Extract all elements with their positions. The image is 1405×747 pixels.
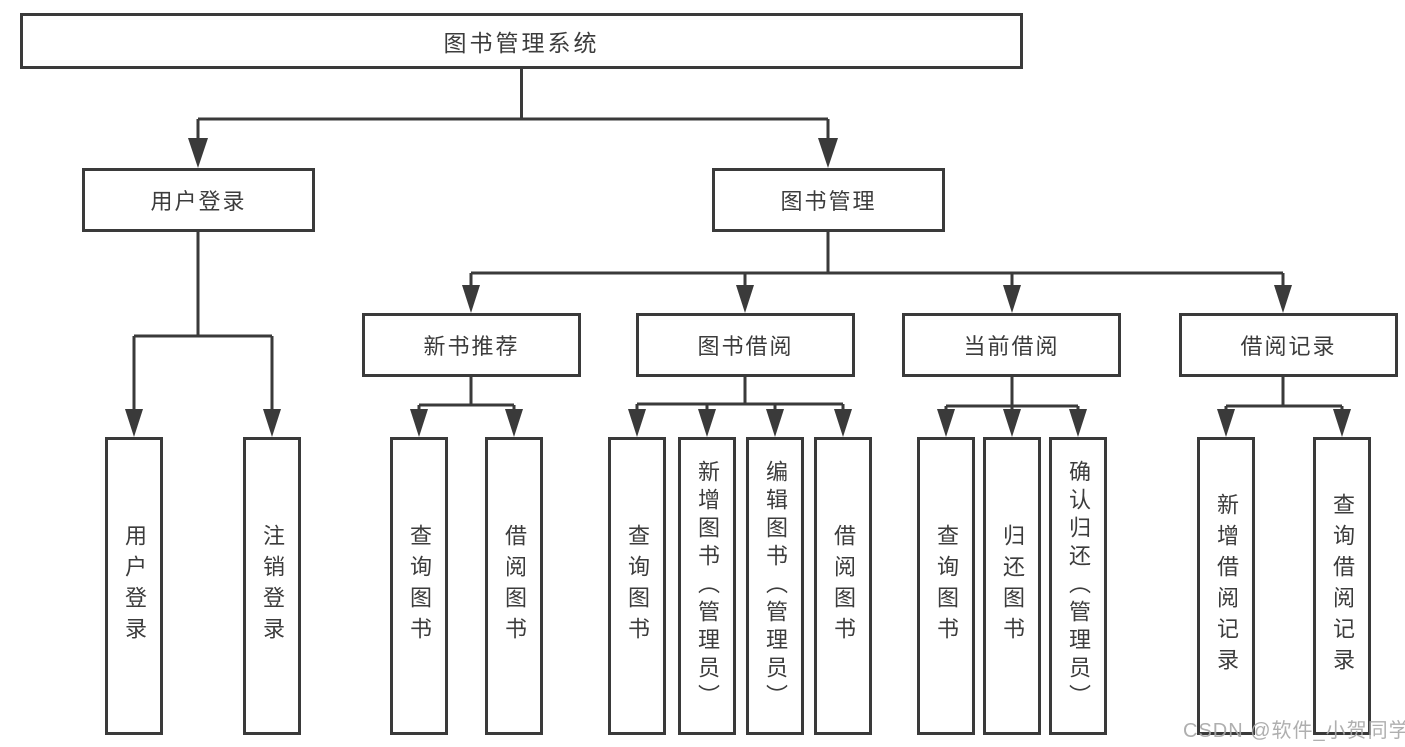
node-leaf-borrow-books-1: 借阅图书 (485, 437, 543, 735)
node-leaf-query-books-2: 查询图书 (608, 437, 666, 735)
connector-user-login-to-children (125, 232, 281, 437)
arrow-down-icon (1003, 409, 1021, 437)
node-root-label: 图书管理系统 (443, 30, 600, 56)
node-leaf-label: 查询图书 (407, 524, 432, 648)
node-leaf-query-books-3: 查询图书 (917, 437, 975, 735)
node-leaf-label: 编辑图书（管理员） (763, 460, 788, 712)
arrow-down-icon (462, 285, 480, 313)
node-leaf-label: 查询图书 (625, 524, 650, 648)
node-leaf-add-book-admin: 新增图书（管理员） (678, 437, 736, 735)
arrow-down-icon (834, 409, 852, 437)
arrow-down-icon (125, 409, 143, 437)
arrow-down-icon (736, 285, 754, 313)
connector-new-book-recommend-to-children (410, 377, 523, 437)
node-leaf-confirm-return-admin: 确认归还（管理员） (1049, 437, 1107, 735)
arrow-down-icon (505, 409, 523, 437)
node-new-book-recommend-label: 新书推荐 (423, 334, 520, 359)
node-leaf-logout: 注销登录 (243, 437, 301, 735)
node-borrow-records-label: 借阅记录 (1240, 334, 1337, 359)
connector-borrow-records-to-children (1217, 377, 1351, 437)
arrow-down-icon (628, 409, 646, 437)
arrow-down-icon (818, 138, 838, 168)
node-leaf-label: 新增图书（管理员） (695, 460, 720, 712)
node-leaf-query-books-1: 查询图书 (390, 437, 448, 735)
node-leaf-label: 注销登录 (260, 524, 285, 648)
node-leaf-edit-book-admin: 编辑图书（管理员） (746, 437, 804, 735)
node-leaf-label: 查询借阅记录 (1330, 493, 1355, 679)
node-book-borrow-label: 图书借阅 (697, 334, 794, 359)
node-leaf-label: 归还图书 (1000, 524, 1025, 648)
arrow-down-icon (1069, 409, 1087, 437)
arrow-down-icon (1003, 285, 1021, 313)
arrow-down-icon (1333, 409, 1351, 437)
node-leaf-label: 用户登录 (122, 524, 147, 648)
arrow-down-icon (766, 409, 784, 437)
node-borrow-records: 借阅记录 (1179, 313, 1398, 377)
connector-root-to-level2 (188, 69, 838, 168)
arrow-down-icon (1274, 285, 1292, 313)
node-user-login: 用户登录 (82, 168, 315, 232)
node-leaf-label: 查询图书 (934, 524, 959, 648)
node-leaf-user-login: 用户登录 (105, 437, 163, 735)
node-current-borrow-label: 当前借阅 (963, 334, 1060, 359)
node-root: 图书管理系统 (20, 13, 1023, 69)
node-leaf-label: 确认归还（管理员） (1066, 460, 1091, 712)
node-leaf-label: 新增借阅记录 (1214, 493, 1239, 679)
connector-book-borrow-to-children (628, 377, 852, 437)
arrow-down-icon (698, 409, 716, 437)
node-book-borrow: 图书借阅 (636, 313, 855, 377)
node-leaf-return-book: 归还图书 (983, 437, 1041, 735)
connector-current-borrow-to-children (937, 377, 1087, 437)
node-current-borrow: 当前借阅 (902, 313, 1121, 377)
node-book-management: 图书管理 (712, 168, 945, 232)
node-user-login-label: 用户登录 (150, 189, 247, 214)
node-leaf-label: 借阅图书 (831, 524, 856, 648)
arrow-down-icon (1217, 409, 1235, 437)
arrow-down-icon (937, 409, 955, 437)
watermark: CSDN @软件_小贺同学 (1183, 720, 1405, 742)
node-leaf-query-borrow-record: 查询借阅记录 (1313, 437, 1371, 735)
arrow-down-icon (410, 409, 428, 437)
node-leaf-add-borrow-record: 新增借阅记录 (1197, 437, 1255, 735)
arrow-down-icon (263, 409, 281, 437)
node-book-management-label: 图书管理 (780, 189, 877, 214)
node-leaf-borrow-books-2: 借阅图书 (814, 437, 872, 735)
connector-book-management-to-level3 (462, 232, 1292, 313)
arrow-down-icon (188, 138, 208, 168)
node-new-book-recommend: 新书推荐 (362, 313, 581, 377)
node-leaf-label: 借阅图书 (502, 524, 527, 648)
